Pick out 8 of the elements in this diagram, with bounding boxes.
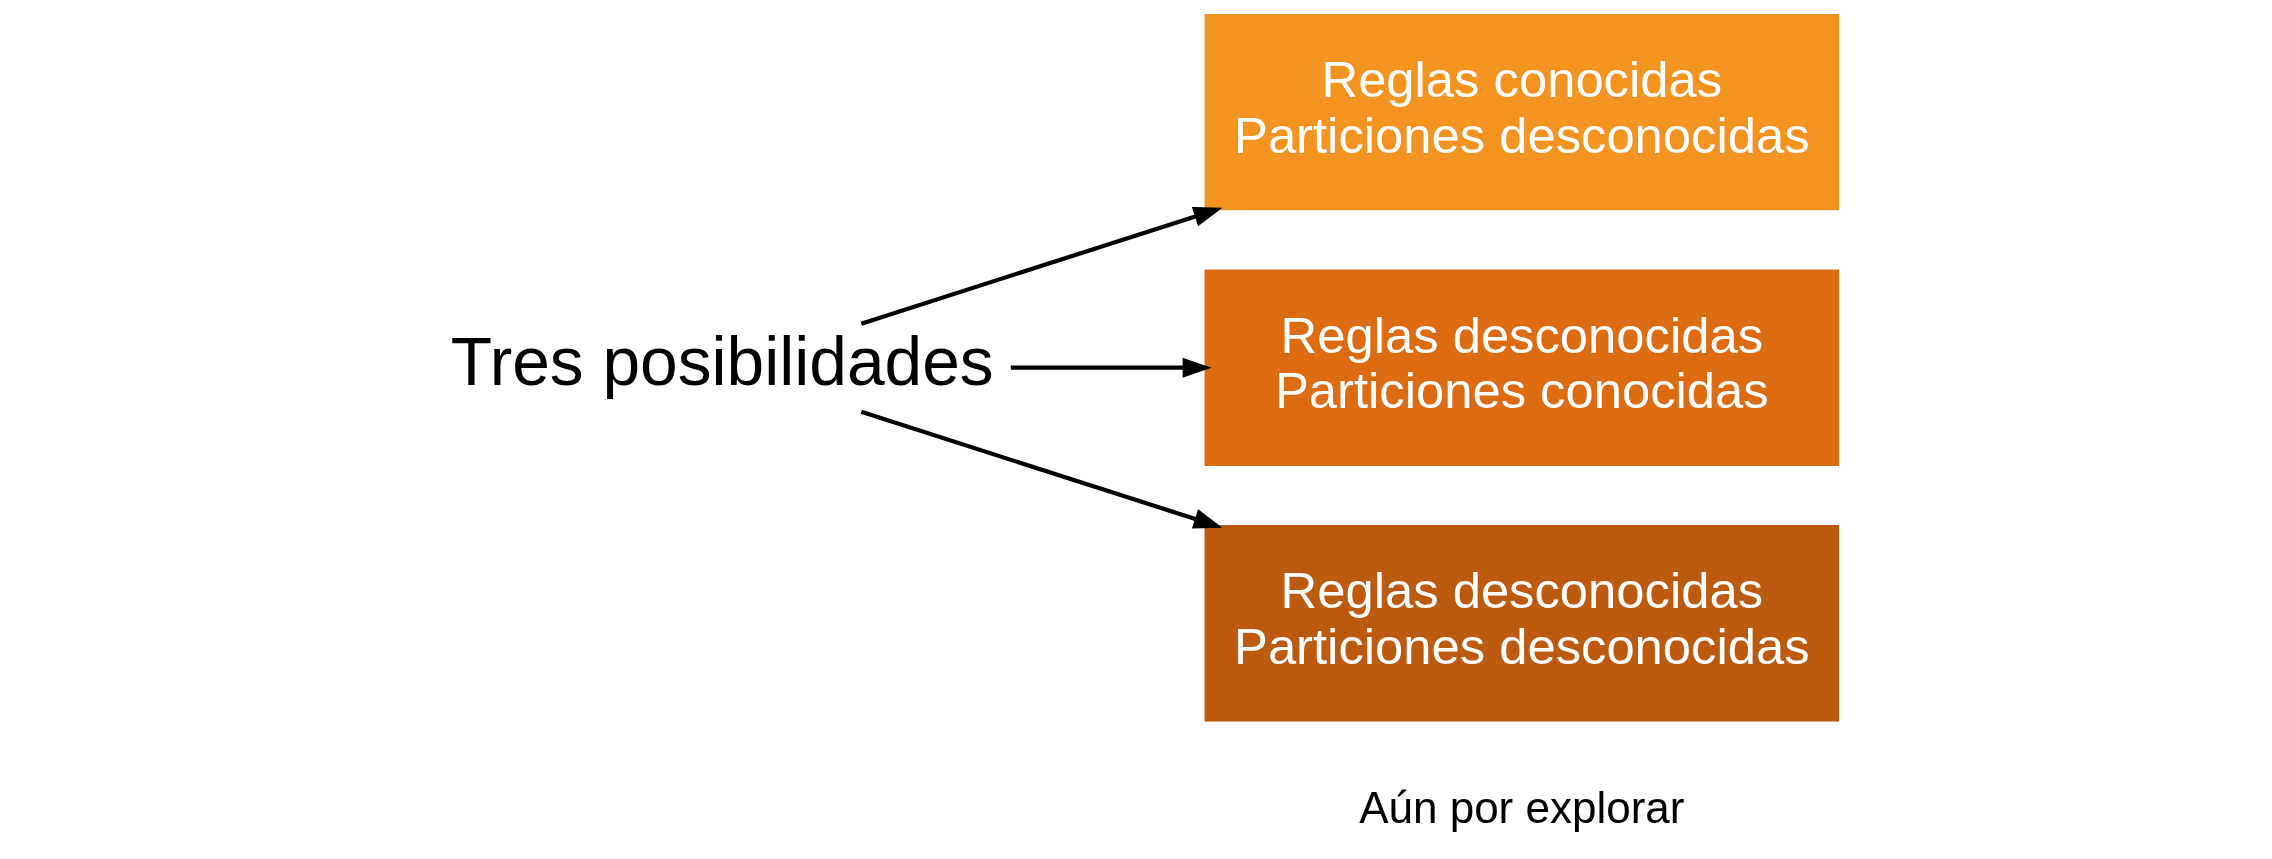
node-label: Aún por explorar	[1359, 783, 1685, 833]
arrow	[860, 206, 1223, 326]
arrow	[860, 409, 1223, 529]
arrow	[1010, 357, 1212, 378]
node-text: Tres posibilidades	[450, 323, 994, 399]
node-box: Reglas desconocidas Particiones desconocidas	[1204, 525, 1840, 722]
node-box: Reglas desconocidas Particiones conocidas	[1204, 269, 1840, 466]
node-box: Reglas conocidas Particiones desconocidas	[1204, 14, 1840, 211]
